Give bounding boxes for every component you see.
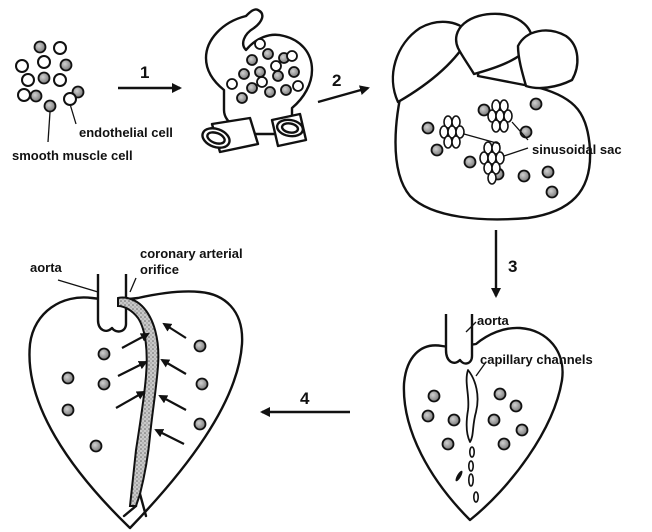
endothelial-cell-label: endothelial cell [79, 125, 173, 140]
orifice-leader-line [130, 278, 136, 292]
smooth-muscle-leader-line [48, 112, 50, 142]
sinusoidal-sac-label: sinusoidal sac [532, 142, 622, 157]
step-2-number: 2 [332, 71, 341, 90]
stage5-heart-coronary-artery: aorta coronary arterial orifice [29, 246, 242, 528]
sinusoidal-sac-2 [488, 100, 512, 132]
step-1-number: 1 [140, 63, 149, 82]
sinusoidal-sac-1 [440, 116, 464, 148]
step-2-arrow: 2 [318, 71, 368, 102]
endothelial-leader-line [70, 104, 76, 124]
coronary-arterial-label: coronary arterial [140, 246, 243, 261]
aorta-label-left: aorta [30, 260, 63, 275]
stage3-heart-with-sacs: sinusoidal sac [393, 14, 622, 220]
stage1-cell-cluster: endothelial cell smooth muscle cell [12, 42, 173, 164]
step-4-number: 4 [300, 389, 310, 408]
step-3-number: 3 [508, 257, 517, 276]
capillary-channels-label: capillary channels [480, 352, 593, 367]
stage2-heart-tube [200, 9, 312, 152]
aorta-leader-line-left [58, 280, 98, 292]
step-3-arrow: 3 [496, 230, 517, 296]
smooth-muscle-cell-label: smooth muscle cell [12, 148, 133, 163]
step-4-arrow: 4 [262, 389, 350, 412]
aorta-label-right: aorta [477, 313, 510, 328]
stage4-heart-capillary-channels: aorta capillary channels [404, 313, 593, 520]
step-1-arrow: 1 [118, 63, 180, 88]
orifice-label: orifice [140, 262, 179, 277]
